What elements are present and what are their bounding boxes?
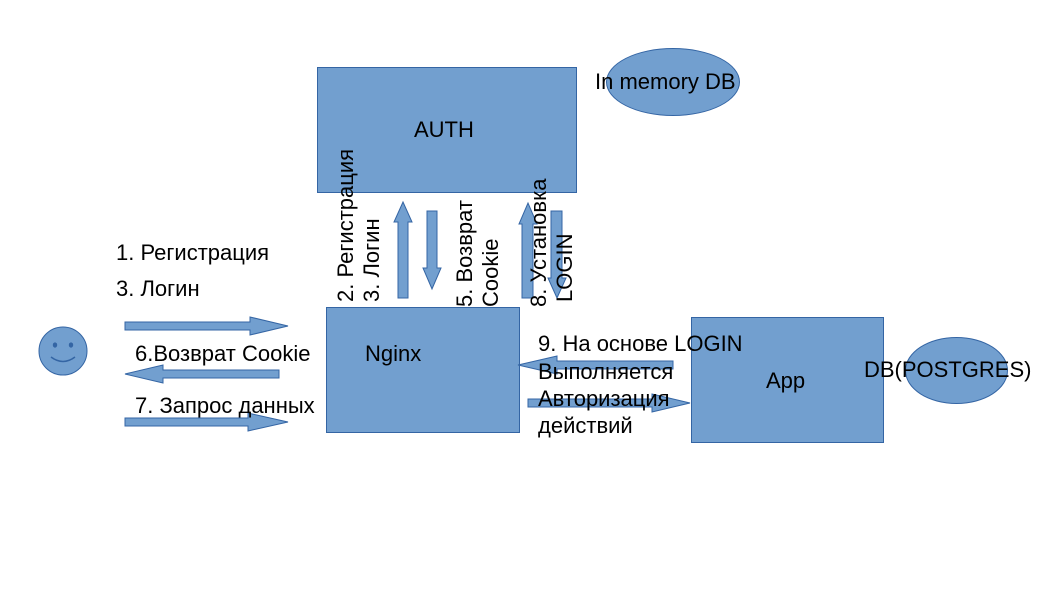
step-8-login-vertical-label: LOGIN: [552, 233, 577, 302]
step-5-cookie-vertical-label: Cookie: [478, 238, 503, 307]
in-memory-db-ellipse: [606, 48, 740, 116]
in-memory-db-label: In memory DB: [595, 69, 736, 94]
step-9-line2-label: Выполняется: [538, 359, 674, 384]
step-6-label: 6.Возврат Cookie: [135, 341, 311, 366]
step-9-line4-label: действий: [538, 413, 633, 438]
auth-label: AUTH: [414, 117, 474, 142]
step-7-label: 7. Запрос данных: [135, 393, 315, 418]
step-3-vertical-label: 3. Логин: [359, 218, 384, 302]
auth-box: [317, 67, 577, 193]
step-9-line1-label: 9. На основе LOGIN: [538, 331, 743, 356]
step-3-label: 3. Логин: [116, 276, 200, 301]
app-label: App: [766, 368, 806, 393]
nginx-label: Nginx: [365, 341, 422, 366]
arrow-client-to-nginx-register-login: [124, 316, 289, 336]
arrow-app-to-nginx: [517, 355, 674, 375]
arrow-nginx-to-auth-set-login: [518, 201, 538, 299]
arrow-auth-to-nginx: [422, 210, 442, 291]
step-9-line3-label: Авторизация: [538, 386, 670, 411]
step-8-vertical-label: 8. Установка: [526, 178, 551, 307]
arrow-nginx-to-app: [527, 393, 691, 413]
postgres-db-label: DB(POSTGRES): [864, 357, 1032, 382]
arrow-nginx-to-auth: [393, 200, 413, 299]
arrow-nginx-to-client-cookie: [124, 364, 280, 384]
arrow-auth-to-nginx-login: [547, 210, 567, 300]
app-box: [691, 317, 884, 443]
step-2-vertical-label: 2. Регистрация: [333, 148, 358, 302]
step-1-label: 1. Регистрация: [116, 240, 270, 265]
step-5-vertical-label: 5. Возврат: [452, 200, 477, 307]
nginx-box: [326, 307, 520, 433]
smiley-face-icon: [38, 326, 88, 376]
arrow-client-to-nginx-data-request: [124, 412, 289, 432]
postgres-db-ellipse: [905, 337, 1008, 404]
